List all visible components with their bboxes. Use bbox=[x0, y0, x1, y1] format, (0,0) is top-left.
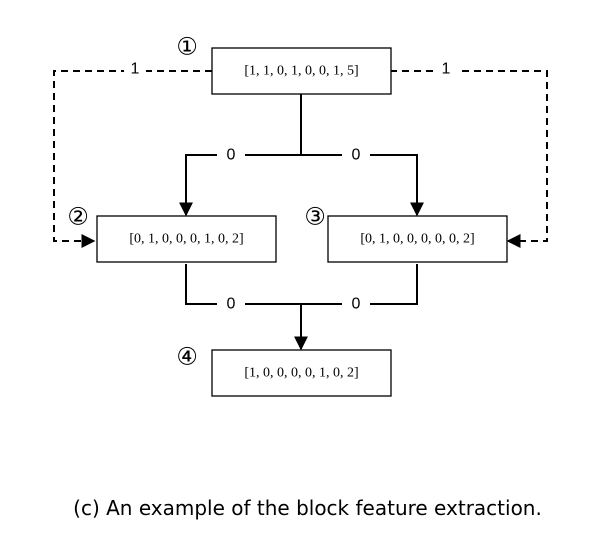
edge-1-to-3-dashed bbox=[390, 70, 548, 248]
node-1-marker: ① bbox=[176, 34, 198, 61]
node-3: [0, 1, 0, 0, 0, 0, 0, 2] bbox=[327, 215, 508, 263]
edge-3-to-4-solid bbox=[301, 264, 418, 305]
edge-label-1-2-dashed: 1 bbox=[124, 58, 146, 80]
svg-text:1: 1 bbox=[442, 61, 451, 78]
edge-1-to-3-solid bbox=[301, 154, 424, 217]
node-2-vector: [0, 1, 0, 0, 0, 1, 0, 2] bbox=[129, 232, 243, 247]
node-1: [1, 1, 0, 1, 0, 0, 1, 5] bbox=[211, 47, 392, 95]
node-2: [0, 1, 0, 0, 0, 1, 0, 2] bbox=[96, 215, 277, 263]
node-3-vector: [0, 1, 0, 0, 0, 0, 0, 2] bbox=[360, 232, 474, 247]
edge-label-1-2-solid: 0 bbox=[217, 144, 245, 166]
edge-2-to-4-solid bbox=[185, 264, 301, 305]
edge-label-2-4-solid: 0 bbox=[217, 293, 245, 315]
edge-1-to-2-solid bbox=[179, 154, 301, 217]
node-2-marker: ② bbox=[67, 204, 89, 231]
node-4-marker: ④ bbox=[176, 344, 198, 371]
figure-caption: (c) An example of the block feature extr… bbox=[73, 496, 542, 520]
svg-text:0: 0 bbox=[352, 147, 361, 164]
node-4: [1, 0, 0, 0, 0, 1, 0, 2] bbox=[211, 349, 392, 397]
edge-label-3-4-solid: 0 bbox=[342, 293, 370, 315]
edge-label-1-3-dashed: 1 bbox=[435, 58, 457, 80]
svg-text:0: 0 bbox=[227, 296, 236, 313]
edge-label-1-3-solid: 0 bbox=[342, 144, 370, 166]
svg-text:1: 1 bbox=[131, 61, 140, 78]
node-3-marker: ③ bbox=[304, 204, 326, 231]
node-4-vector: [1, 0, 0, 0, 0, 1, 0, 2] bbox=[244, 366, 358, 381]
svg-text:0: 0 bbox=[227, 147, 236, 164]
svg-text:0: 0 bbox=[352, 296, 361, 313]
node-1-vector: [1, 1, 0, 1, 0, 0, 1, 5] bbox=[244, 64, 358, 79]
